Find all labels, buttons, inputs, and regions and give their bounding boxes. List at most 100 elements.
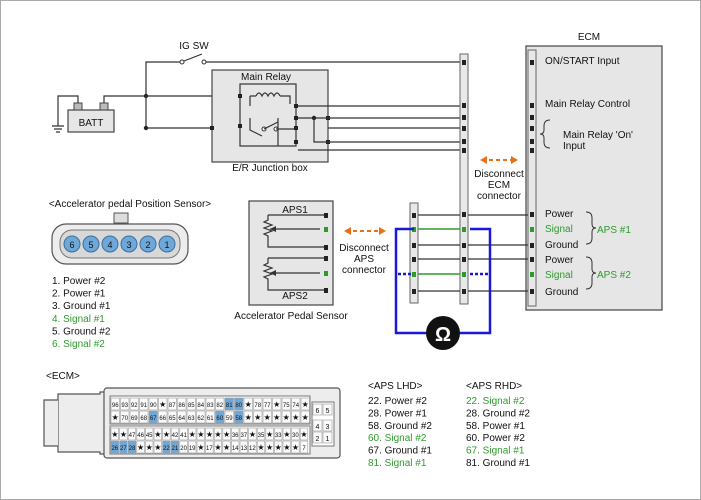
ecm-connector-pin-number: ★ [197, 443, 204, 452]
ecm-connector-pin [136, 440, 145, 454]
ecm-connector-pin-number: ★ [283, 413, 290, 422]
ecm-connector-pin [158, 410, 168, 424]
aps-connector-pin [82, 235, 100, 253]
aps-pin-list-item: 3. Ground #1 [52, 301, 111, 312]
ecm-connector-pin [291, 397, 301, 411]
ecm-connector-pin-number: ★ [146, 443, 153, 452]
ecm-connector-pin [291, 427, 300, 441]
ecm-connector-pin [248, 427, 257, 441]
ecm-connector-pin [300, 397, 310, 411]
aps-pin-list-item: 1. Power #2 [52, 276, 106, 287]
ecm-connector-pin-number: 74 [292, 403, 299, 409]
ecm-connector-pin-number: 45 [146, 433, 153, 439]
ecm-connector-pin [110, 397, 120, 411]
aps-connector-title: <Accelerator pedal Position Sensor> [49, 199, 211, 210]
aps-connector-pin [158, 235, 176, 253]
ecm-connector-pin [162, 440, 171, 454]
ecm-connector-pin [272, 397, 282, 411]
ecm-connector-pin [253, 410, 263, 424]
ecm-connector-pin [153, 427, 162, 441]
ecm-connector-pin-number: ★ [264, 413, 271, 422]
ecm-connector-pin [127, 427, 137, 441]
ecm-connector-pin-number: 33 [275, 433, 282, 439]
ecm-main-relay-on-line1: Main Relay 'On' [563, 130, 633, 141]
ecm-connector-pin-number: 64 [178, 416, 185, 422]
ecm-connector-pin-number: 6 [316, 408, 320, 415]
ecm-connector-pin [274, 427, 283, 441]
ecm-connector-pin [205, 440, 214, 454]
ecm-connector-pin-number: 36 [232, 433, 239, 439]
ecm-connector-pin [265, 427, 274, 441]
ecm-connector-pin [186, 410, 196, 424]
ecm-connector-pin-number: 47 [129, 433, 136, 439]
ecm-connector-pin-number: 61 [207, 416, 214, 422]
ecm-connector-pin [282, 427, 291, 441]
aps-pin-list-item: 4. Signal #1 [52, 314, 105, 325]
disconnect-aps-line1: Disconnect [339, 243, 389, 254]
aps_rhd-item: 67. Signal #1 [466, 446, 525, 457]
ecm-connector-pin [170, 427, 180, 441]
ecm-connector-pin-number: 65 [169, 416, 176, 422]
ecm-signal-label: Ground [545, 240, 578, 251]
ecm-connector-pin-number: 14 [232, 446, 239, 452]
aps-pin-list-item: 2. Power #1 [52, 289, 106, 300]
aps_lhd-title: <APS LHD> [368, 381, 423, 392]
aps-connector-pin-number: 2 [145, 240, 150, 250]
aps_rhd-title: <APS RHD> [466, 381, 522, 392]
ecm-connector-pin-number: 46 [137, 433, 144, 439]
aps_lhd-item: 67. Ground #1 [368, 446, 432, 457]
ecm-connector-pin-number: 3 [326, 424, 330, 431]
ecm-connector-pin [162, 427, 171, 441]
ecm-connector-pin [110, 410, 120, 424]
ecm-connector-pin-number: 68 [140, 416, 147, 422]
ecm-connector-pin-number: 75 [283, 403, 290, 409]
ecm-connector-pin-number: 59 [226, 416, 233, 422]
ecm-connector-pin-number: 7 [302, 446, 306, 452]
disconnect-ecm-line3: connector [477, 191, 522, 202]
ecm-connector-pin-number: ★ [266, 443, 273, 452]
ecm-connector-pin-number: 66 [159, 416, 166, 422]
accelerator-pedal-sensor-label: Accelerator Pedal Sensor [234, 311, 348, 322]
aps-pin-list-item: 6. Signal #2 [52, 339, 105, 350]
ecm-connector-pin-number: 12 [249, 446, 256, 452]
aps-1-group-label: APS #1 [597, 225, 631, 236]
ecm-connector-pin-number: ★ [283, 443, 290, 452]
ecm-connector-pin [179, 440, 188, 454]
ecm-connector-pin-number: 35 [258, 433, 265, 439]
ecm-connector-pin-number: ★ [189, 430, 196, 439]
ecm-connector-pin [248, 440, 257, 454]
ecm-connector-pin [120, 397, 130, 411]
ecm-connector-pin-number: ★ [302, 413, 309, 422]
accelerator-pedal-sensor: APS1 APS2 [248, 200, 334, 306]
ecm-connector-pin-number: 37 [240, 433, 247, 439]
ecm-connector-pin [205, 410, 215, 424]
ecm-connector-pin [145, 427, 154, 441]
ecm-connector-pin-number: 30 [292, 433, 299, 439]
ecm-connector-pin [300, 410, 310, 424]
aps-connector-pin [63, 235, 81, 253]
ecm-connector-pin-number: ★ [273, 400, 280, 409]
ecm-connector-pin [167, 397, 177, 411]
ecm-connector-pin-number: ★ [154, 443, 161, 452]
ecm-connector-pin [239, 440, 248, 454]
ecm-connector-pin-number: ★ [163, 430, 170, 439]
aps-connector-pin-number: 6 [69, 240, 74, 250]
ecm-connector-pin [274, 440, 283, 454]
ecm-connector-pin-number: 69 [131, 416, 138, 422]
ecm-connector-pin [110, 427, 119, 441]
ecm-connector-pin-number: ★ [283, 430, 290, 439]
ohmmeter-icon: Ω [435, 324, 451, 346]
ecm-connector-pin-number: 81 [226, 403, 233, 409]
aps_rhd-item: 28. Ground #2 [466, 408, 530, 419]
ecm-harness-connector [459, 53, 469, 305]
aps-connector-pin-number: 5 [88, 240, 93, 250]
ecm-connector-pin [188, 427, 197, 441]
ecm-connector-pin [299, 427, 309, 441]
ecm-connector-pin [148, 397, 158, 411]
aps_lhd-item: 58. Ground #2 [368, 421, 432, 432]
ecm-signal-label: Signal [545, 270, 573, 281]
ecm-connector-pin-number: 26 [111, 446, 118, 452]
ecm-main-relay-control: Main Relay Control [545, 99, 630, 110]
ecm-connector-pin-number: 19 [189, 446, 196, 452]
